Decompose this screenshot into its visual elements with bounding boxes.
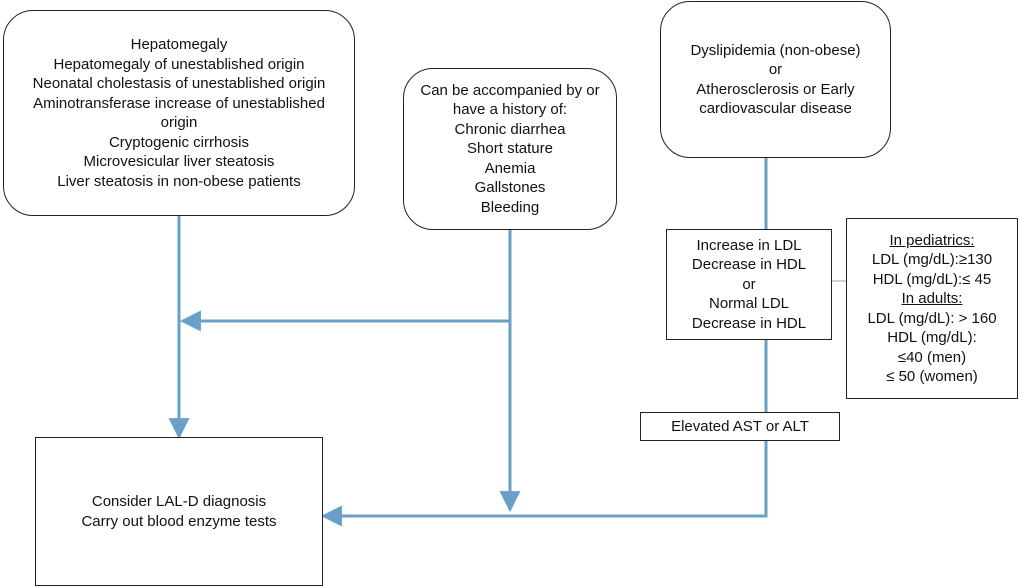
criteria-line: HDL (mg/dL): — [887, 329, 977, 346]
elevated-ast-alt-box: Elevated AST or ALT — [640, 412, 840, 441]
accompanied-line: Chronic diarrhea — [454, 120, 566, 138]
pediatrics-heading: In pediatrics: — [889, 231, 975, 249]
lipid-line: cardiovascular disease — [699, 100, 852, 117]
lipid-line: Atherosclerosis or Early — [696, 80, 855, 98]
diagnosis-line: Carry out blood enzyme tests — [81, 512, 277, 530]
criteria-line: HDL (mg/dL):≤ 45 — [872, 270, 992, 288]
accompanied-line: Can be accompanied by or — [420, 81, 600, 99]
ldl-line: Decrease in HDL — [691, 314, 807, 332]
hepatic-line: Aminotransferase increase of unestablish… — [33, 94, 325, 112]
ldl-line: Increase in LDL — [696, 236, 802, 254]
hepatic-line: origin — [160, 114, 198, 131]
accompanied-line: Short stature — [467, 140, 553, 158]
hepatic-line: Cryptogenic cirrhosis — [108, 133, 250, 151]
hepatic-line: Liver steatosis in non-obese patients — [57, 172, 301, 190]
lipid-line: Dyslipidemia (non-obese) — [690, 41, 861, 59]
criteria-line: ≤40 (men) — [897, 348, 967, 366]
lipid-conditions-box: Dyslipidemia (non-obese) or Atherosclero… — [660, 1, 891, 158]
accompanied-line: Gallstones — [474, 179, 546, 197]
ast-label: Elevated AST or ALT — [671, 417, 809, 435]
accompanied-history-box: Can be accompanied by or have a history … — [403, 68, 617, 230]
arrow-ast-to-diagnosis — [320, 441, 768, 527]
hepatic-line: Neonatal cholestasis of unestablished or… — [32, 75, 326, 92]
ldl-line: Decrease in HDL — [691, 256, 807, 274]
ldl-hdl-box: Increase in LDL Decrease in HDL or Norma… — [666, 229, 832, 340]
diagnosis-box: Consider LAL-D diagnosis Carry out blood… — [35, 437, 323, 586]
hepatic-line: Microvesicular liver steatosis — [83, 153, 275, 170]
criteria-line: LDL (mg/dL):≥130 — [871, 251, 993, 268]
criteria-line: ≤ 50 (women) — [886, 368, 978, 385]
ldl-line: Normal LDL — [708, 295, 790, 313]
lipid-line: or — [768, 61, 783, 78]
accompanied-line: Bleeding — [480, 198, 540, 216]
diagnosis-line: Consider LAL-D diagnosis — [91, 493, 267, 510]
hepatic-conditions-box: Hepatomegaly Hepatomegaly of unestablish… — [3, 10, 355, 216]
ldl-line: or — [742, 275, 756, 293]
adults-heading: In adults: — [901, 290, 963, 307]
accompanied-line: have a history of: — [452, 101, 568, 119]
hepatic-line: Hepatomegaly — [130, 36, 228, 53]
criteria-box: In pediatrics: LDL (mg/dL):≥130 HDL (mg/… — [846, 218, 1018, 399]
accompanied-line: Anemia — [484, 159, 536, 177]
hepatic-line: Hepatomegaly of unestablished origin — [53, 55, 305, 73]
criteria-line: LDL (mg/dL): > 160 — [867, 309, 997, 327]
